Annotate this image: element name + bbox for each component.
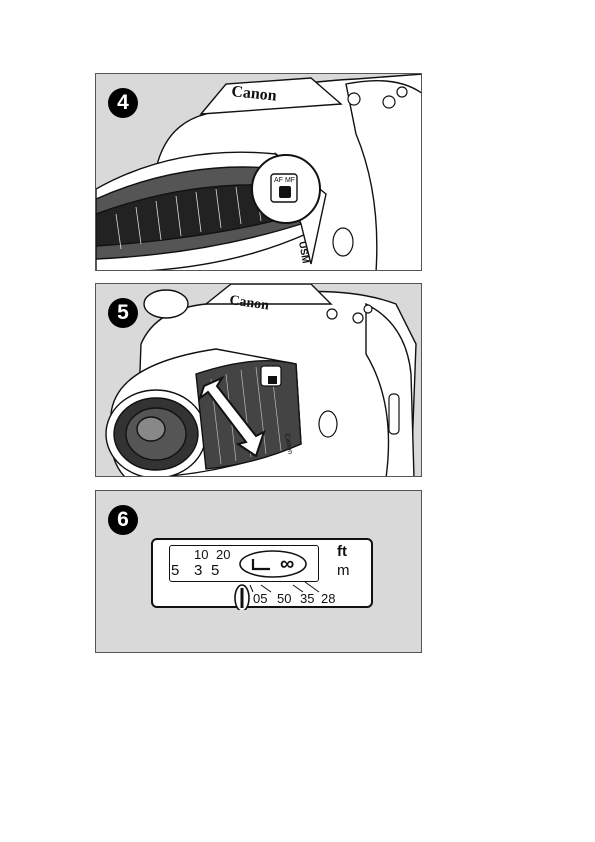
lens-marking: USM xyxy=(296,241,311,265)
focal-mark-35: 35 xyxy=(300,591,315,606)
focal-mark-50: 50 xyxy=(277,591,292,606)
distance-scale-window: 10 20 5 3 5 ∞ ft m 05 50 35 28 xyxy=(151,538,373,610)
step-number-badge: 5 xyxy=(108,298,138,328)
step-6-panel: 6 10 20 5 3 5 ∞ ft m 05 50 35 28 xyxy=(95,490,422,653)
m-scale-5b: 5 xyxy=(211,562,220,579)
step-number-badge: 6 xyxy=(108,505,138,535)
m-scale-3: 3 xyxy=(194,562,203,579)
lens-marking: Canon xyxy=(283,433,293,455)
focal-mark-05: 05 xyxy=(253,591,268,606)
step-5-panel: Canon Canon 5 xyxy=(95,283,422,477)
camera-brand-logo: Canon xyxy=(231,83,278,105)
ft-scale-20: 20 xyxy=(216,547,231,562)
step-number-badge: 4 xyxy=(108,88,138,118)
camera-focus-ring-illustration: Canon Canon xyxy=(105,284,417,476)
unit-feet-label: ft xyxy=(337,543,347,560)
distance-scale-inner-frame xyxy=(169,545,319,582)
infinity-marker-graphic xyxy=(234,550,320,610)
unit-meters-label: m xyxy=(337,562,350,579)
camera-brand-logo: Canon xyxy=(228,293,270,313)
ft-scale-10: 10 xyxy=(194,547,209,562)
focal-mark-28: 28 xyxy=(321,591,336,606)
m-scale-5: 5 xyxy=(171,562,180,579)
infinity-symbol: ∞ xyxy=(280,553,295,575)
